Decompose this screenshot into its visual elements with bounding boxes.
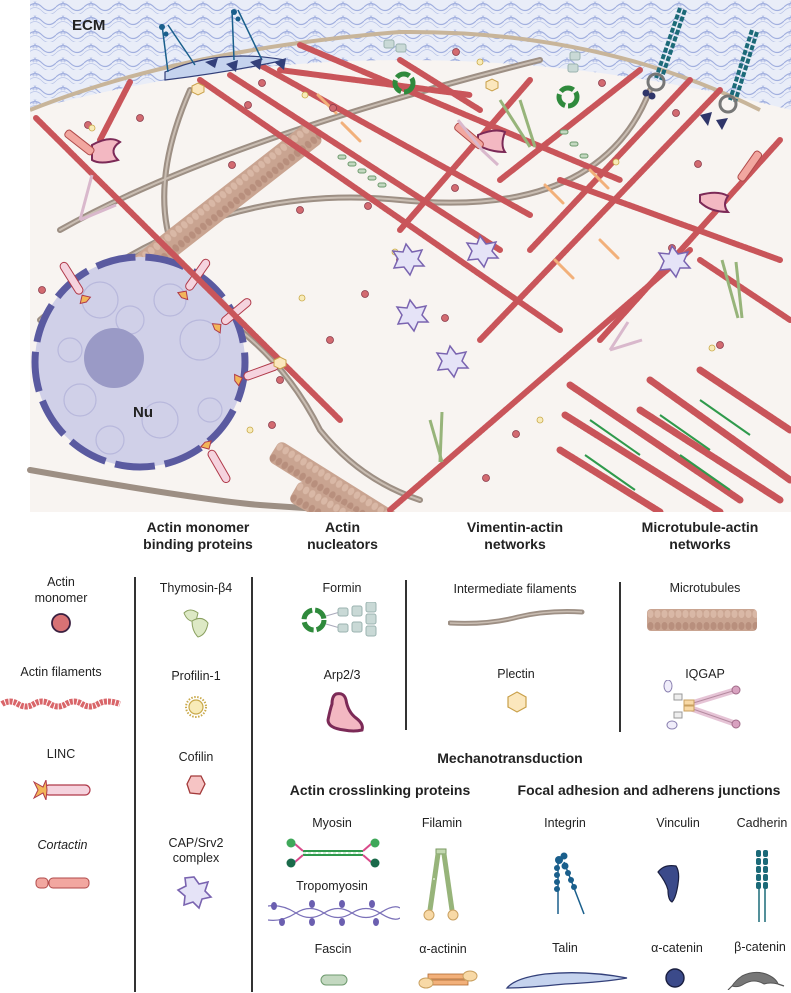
filamin-scene xyxy=(428,99,744,463)
integrin-icon xyxy=(554,852,585,915)
alpha-catenin-icon xyxy=(665,968,685,988)
actin-bundle-myosin xyxy=(556,366,791,512)
profilin-icon xyxy=(185,696,207,718)
legend-header-vimentin-actin: Vimentin-actin networks xyxy=(466,519,564,552)
label-cofilin: Cofilin xyxy=(178,750,214,764)
linc-icon xyxy=(32,780,91,800)
ecm-label: ECM xyxy=(72,17,105,34)
actin-filament-icon xyxy=(0,698,122,710)
label-actin-monomer: Actin monomer xyxy=(34,575,88,605)
focal-adhesion xyxy=(159,9,286,81)
linc-complexes xyxy=(59,258,279,484)
nucleolus xyxy=(84,328,144,388)
divider-2 xyxy=(251,577,253,992)
alpha-actinin-icon xyxy=(418,970,478,989)
nucleus-label: Nu xyxy=(133,404,153,421)
label-microtubules: Microtubules xyxy=(669,581,741,595)
label-talin: Talin xyxy=(552,941,578,955)
label-myosin: Myosin xyxy=(312,816,352,830)
label-intermediate-filaments: Intermediate filaments xyxy=(453,582,577,596)
legend-header-actin-crosslinking: Actin crosslinking proteins xyxy=(289,782,471,798)
label-plectin: Plectin xyxy=(497,667,535,681)
tropomyosin-icon xyxy=(268,900,400,926)
plectin-markers xyxy=(191,78,499,370)
cofilin-icon xyxy=(186,775,206,795)
formins xyxy=(392,71,580,109)
cell-membrane xyxy=(29,29,761,112)
label-profilin-1: Profilin-1 xyxy=(171,669,221,683)
arp23-complexes xyxy=(91,129,731,214)
actin-monomer-icon xyxy=(51,613,71,633)
label-integrin: Integrin xyxy=(544,816,586,830)
beta-catenin-icon xyxy=(727,971,785,990)
thymosin-icon xyxy=(183,609,209,638)
divider-3 xyxy=(405,580,407,730)
label-fascin: Fascin xyxy=(314,942,352,956)
fascin-icon xyxy=(320,974,348,986)
label-arp23: Arp2/3 xyxy=(323,668,361,682)
label-beta-catenin: β-catenin xyxy=(734,940,786,954)
label-cadherin: Cadherin xyxy=(736,816,788,830)
talin-icon xyxy=(505,972,628,989)
cortactin-icon xyxy=(35,877,90,889)
divider-1 xyxy=(134,577,136,992)
legend-header-actin-monomer-binding: Actin monomer binding proteins xyxy=(143,519,253,552)
formin-icon xyxy=(301,602,377,637)
label-thymosin-b4: Thymosin-β4 xyxy=(159,581,233,595)
legend-header-focal-adhesion: Focal adhesion and adherens junctions xyxy=(517,782,781,798)
cell-cytoskeleton-illustration: ⁂ ECM xyxy=(27,0,791,512)
myosin-icon xyxy=(286,838,380,868)
label-iqgap: IQGAP xyxy=(685,667,725,681)
label-formin: Formin xyxy=(322,581,362,595)
microtubule-icon xyxy=(647,609,757,631)
adherens-junctions xyxy=(642,7,759,130)
cap-srv2-icon xyxy=(176,876,213,910)
legend-header-microtubule-actin: Microtubule-actin networks xyxy=(641,519,759,552)
label-vinculin: Vinculin xyxy=(656,816,700,830)
label-actin-filaments: Actin filaments xyxy=(20,665,102,679)
vinculin-icon xyxy=(657,865,680,903)
iqgap-scene xyxy=(78,119,643,352)
legend-header-actin-nucleators: Actin nucleators xyxy=(307,519,378,552)
label-filamin: Filamin xyxy=(421,816,463,830)
actin-monomers xyxy=(38,48,724,482)
intermediate-filament-icon xyxy=(448,609,585,626)
plectin-icon xyxy=(507,691,527,713)
label-linc: LINC xyxy=(46,747,76,761)
arp23-icon xyxy=(326,692,364,733)
actin-filaments xyxy=(33,42,791,512)
filamin-icon xyxy=(423,848,459,921)
label-cap-srv2: CAP/Srv2 complex xyxy=(168,836,224,865)
nucleus: Nu xyxy=(31,253,249,471)
label-alpha-catenin: α-catenin xyxy=(651,941,703,955)
label-alpha-actinin: α-actinin xyxy=(419,942,467,956)
legend-header-mechanotransduction: Mechanotransduction xyxy=(437,750,583,766)
cap-srv2-complexes xyxy=(391,234,692,379)
iqgap-icon xyxy=(663,680,741,730)
divider-4 xyxy=(619,582,621,732)
cadherin-icon xyxy=(756,850,768,922)
fascin-crosslinks xyxy=(337,129,589,188)
label-cortactin: Cortactin xyxy=(37,838,88,852)
label-tropomyosin: Tropomyosin xyxy=(296,879,368,893)
